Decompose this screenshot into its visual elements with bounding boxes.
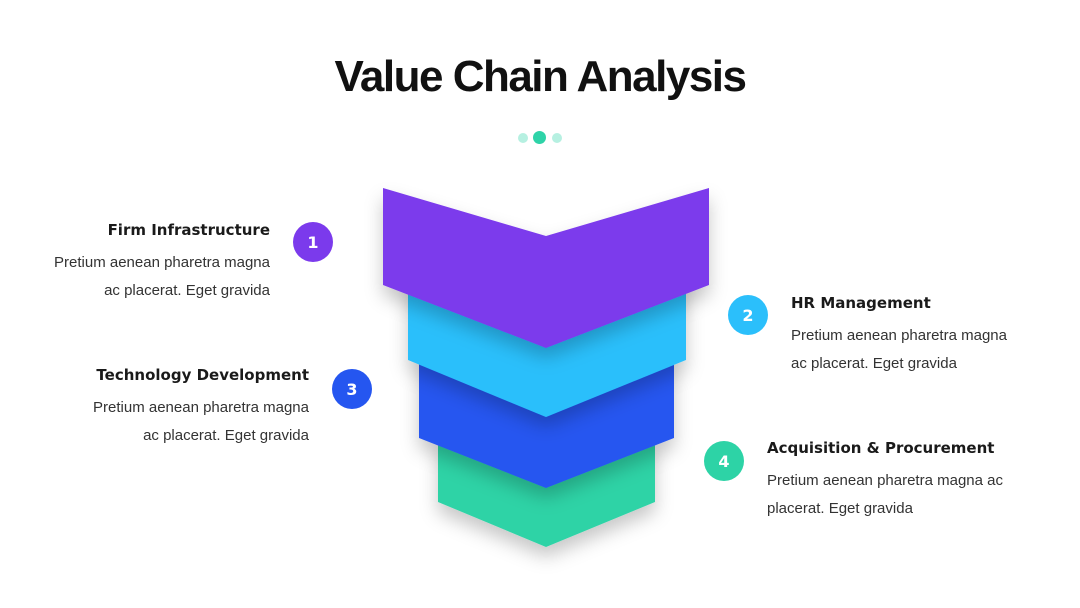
pagination-dot-active [533,131,546,144]
page-title: Value Chain Analysis [334,52,748,101]
item-description-line: ac placerat. Eget gravida [143,427,309,444]
item-description-line: ac placerat. Eget gravida [791,355,957,372]
item-technology-development: Technology Development Pretium aenean ph… [9,366,309,450]
item-heading: Technology Development [96,366,309,384]
item-heading: Firm Infrastructure [107,221,270,239]
item-heading: Acquisition & Procurement [767,439,995,457]
item-acquisition-procurement: Acquisition & Procurement Pretium aenean… [767,439,1057,523]
chevron-purple [383,188,709,348]
item-firm-infrastructure: Firm Infrastructure Pretium aenean phare… [0,221,270,305]
item-description-line: Pretium aenean pharetra magna [93,399,309,416]
item-heading: HR Management [791,294,931,312]
pagination-dot [518,133,528,143]
item-description-line: placerat. Eget gravida [767,500,913,517]
number-badge-1: 1 [293,222,333,262]
item-hr-management: HR Management Pretium aenean pharetra ma… [791,294,1051,378]
pagination-dots [0,131,1080,145]
number-badge-2: 2 [728,295,768,335]
item-description-line: Pretium aenean pharetra magna ac [767,472,1003,489]
number-badge-4: 4 [704,441,744,481]
number-badge-3: 3 [332,369,372,409]
item-description-line: ac placerat. Eget gravida [104,282,270,299]
pagination-dot [552,133,562,143]
item-description-line: Pretium aenean pharetra magna [54,254,270,271]
item-description-line: Pretium aenean pharetra magna [791,327,1007,344]
